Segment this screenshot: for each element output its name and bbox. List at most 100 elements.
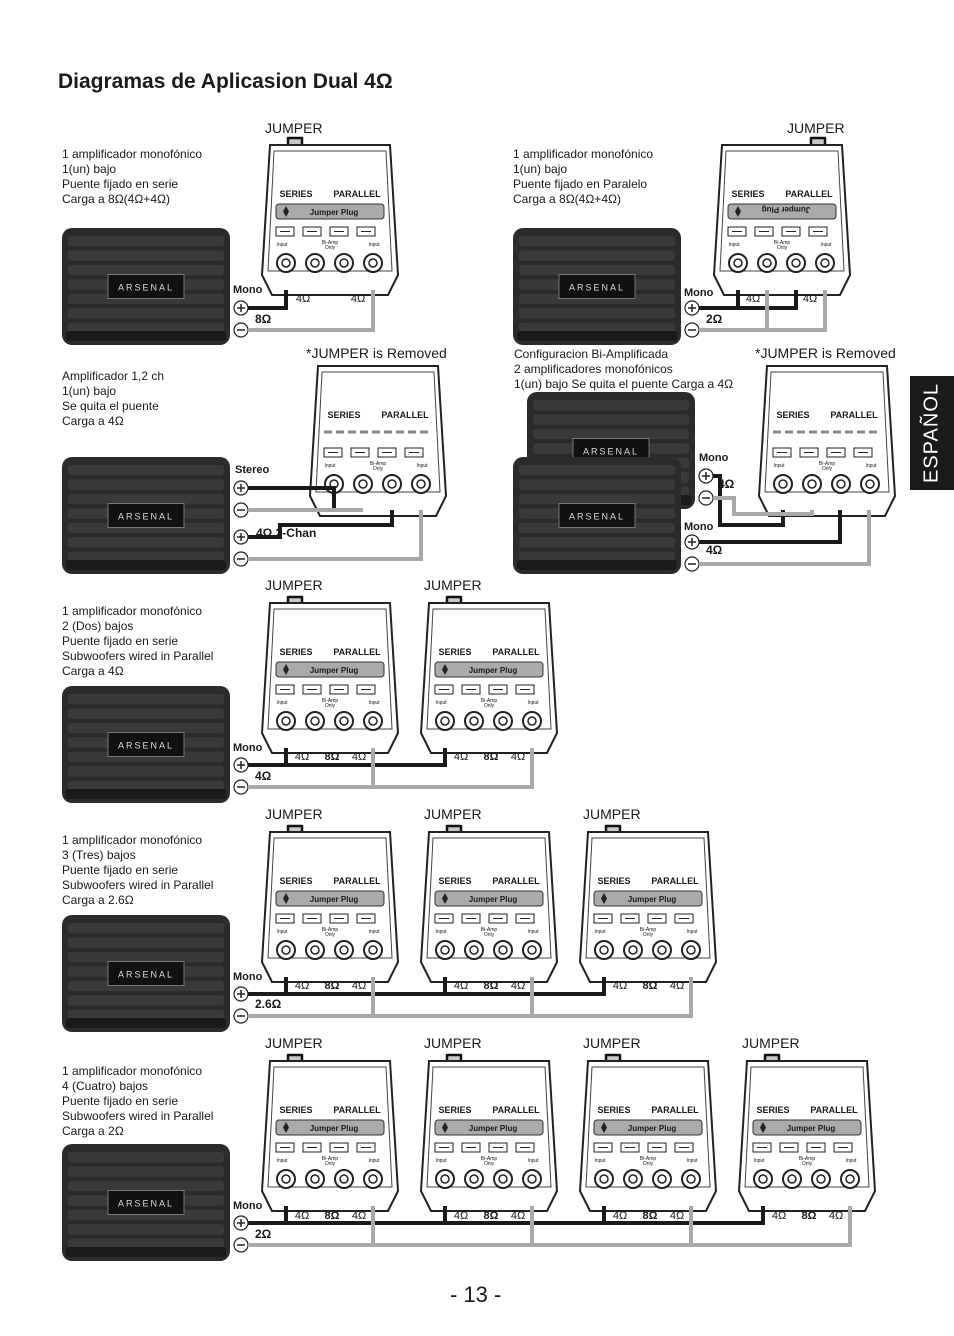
jumper-plug-label: Jumper Plug (787, 1124, 836, 1133)
amp-fin (519, 250, 675, 261)
desc-line: 1(un) bajo (62, 384, 117, 398)
positive-wire (248, 486, 336, 510)
amp-fin (68, 951, 224, 963)
amp-fin (68, 722, 224, 734)
desc-line: Amplificador 1,2 ch (62, 369, 165, 383)
amplifier-image: ARSENAL (62, 1144, 230, 1261)
plug-diamond (760, 1122, 766, 1133)
impedance-label: 4Ω (454, 751, 468, 763)
amp-logo-plate (107, 1190, 185, 1215)
positive-wire (699, 510, 842, 544)
parallel-label: PARALLEL (333, 189, 381, 199)
jumper-plug (752, 1119, 862, 1136)
amp-fin (68, 322, 224, 333)
terminal-inner (744, 1066, 870, 1188)
mode-label: Mono (233, 742, 263, 754)
impedance-label: 4Ω (829, 1210, 843, 1222)
amp-fin (519, 308, 675, 319)
input-label: Input (435, 700, 447, 706)
input-label: Input (527, 700, 539, 706)
amp-brand: ARSENAL (118, 283, 174, 293)
desc-line: 1 amplificador monofónico (62, 1064, 203, 1078)
jumper-label: JUMPER (424, 1035, 482, 1051)
bi-amp-label: Bi-Amp (799, 1156, 816, 1162)
load-label: 2.6Ω (255, 997, 282, 1011)
negative-wire (699, 290, 827, 332)
input-label: Input (865, 463, 877, 469)
amplifier-image: ARSENAL (62, 228, 230, 345)
bi-amp-label: Bi-Amp (640, 1156, 657, 1162)
amplifier-image: ARSENAL (62, 457, 230, 574)
parallel-label: PARALLEL (785, 189, 833, 199)
amp-fin (68, 1009, 224, 1020)
amp-fin (519, 479, 675, 490)
amp-fin (68, 537, 224, 548)
amp-fin (519, 322, 675, 333)
bi-amp-label: Bi-Amp (481, 698, 498, 704)
binding-post-core (733, 258, 743, 268)
terminal-inner (426, 608, 552, 730)
terminal-housing (578, 831, 718, 983)
plug-diamond (735, 206, 741, 217)
binding-post-core (599, 945, 609, 955)
load-label: 2Ω (706, 312, 723, 326)
binding-post-core (339, 258, 349, 268)
binding-post-core (339, 1174, 349, 1184)
series-label: SERIES (756, 1105, 789, 1115)
terminal-inner (585, 837, 711, 959)
input-label: Input (276, 1158, 288, 1164)
amp-fin (68, 1238, 224, 1249)
binding-post-core (469, 1174, 479, 1184)
impedance-label: 4Ω (803, 293, 817, 305)
desc-line: Configuracion Bi-Amplificada (514, 347, 669, 361)
jumper-plug (434, 890, 544, 907)
impedance-label: 4Ω (352, 1210, 366, 1222)
negative-wire (248, 290, 375, 332)
desc-line: Carga a 8Ω(4Ω+4Ω) (62, 192, 170, 206)
binding-post-core (686, 1174, 696, 1184)
jumper-label: JUMPER (583, 1035, 641, 1051)
impedance-label: 8Ω (802, 1210, 817, 1222)
jumper-plug-label: Jumper Plug (628, 895, 677, 904)
parallel-label: PARALLEL (492, 647, 540, 657)
parallel-label: PARALLEL (651, 1105, 699, 1115)
binding-post-core (387, 479, 397, 489)
bi-amp-label: Bi-Amp (322, 927, 339, 933)
amp-fin (68, 236, 224, 247)
impedance-label: 4Ω (670, 1210, 684, 1222)
parallel-label: PARALLEL (810, 1105, 858, 1115)
parallel-label: PARALLEL (830, 410, 878, 420)
load-label: 2Ω (255, 1227, 272, 1241)
binding-post-core (865, 479, 875, 489)
jumper-plug-label: Jumper Plug (469, 1124, 518, 1133)
binding-post-core (310, 945, 320, 955)
terminal-housing (260, 144, 400, 296)
binding-post-core (657, 1174, 667, 1184)
binding-post-core (845, 1174, 855, 1184)
jumper-label: JUMPER (424, 577, 482, 593)
amp-brand: ARSENAL (118, 970, 174, 980)
mode-label: Stereo (235, 464, 270, 476)
amp-base (66, 560, 226, 570)
amp-fin (68, 1152, 224, 1163)
impedance-label: 8Ω (325, 1210, 340, 1222)
amp-fin (68, 264, 224, 276)
input-label: Input (594, 929, 606, 935)
terminal-housing (737, 1060, 877, 1212)
binding-post-core (339, 945, 349, 955)
binding-post-core (628, 1174, 638, 1184)
amp-fin (68, 551, 224, 562)
amp-brand: ARSENAL (583, 447, 639, 457)
amp-base (66, 1018, 226, 1028)
input-label: Input (276, 929, 288, 935)
amp-fin (68, 493, 224, 505)
jumper-removed-label: *JUMPER is Removed (755, 345, 896, 361)
terminal-housing (757, 365, 897, 517)
amp-base (66, 1247, 226, 1257)
series-label: SERIES (279, 647, 312, 657)
amp-fin (68, 708, 224, 719)
desc-line: 1 amplificador monofónico (62, 147, 203, 161)
jumper-label: JUMPER (265, 120, 323, 136)
parallel-label: PARALLEL (492, 876, 540, 886)
